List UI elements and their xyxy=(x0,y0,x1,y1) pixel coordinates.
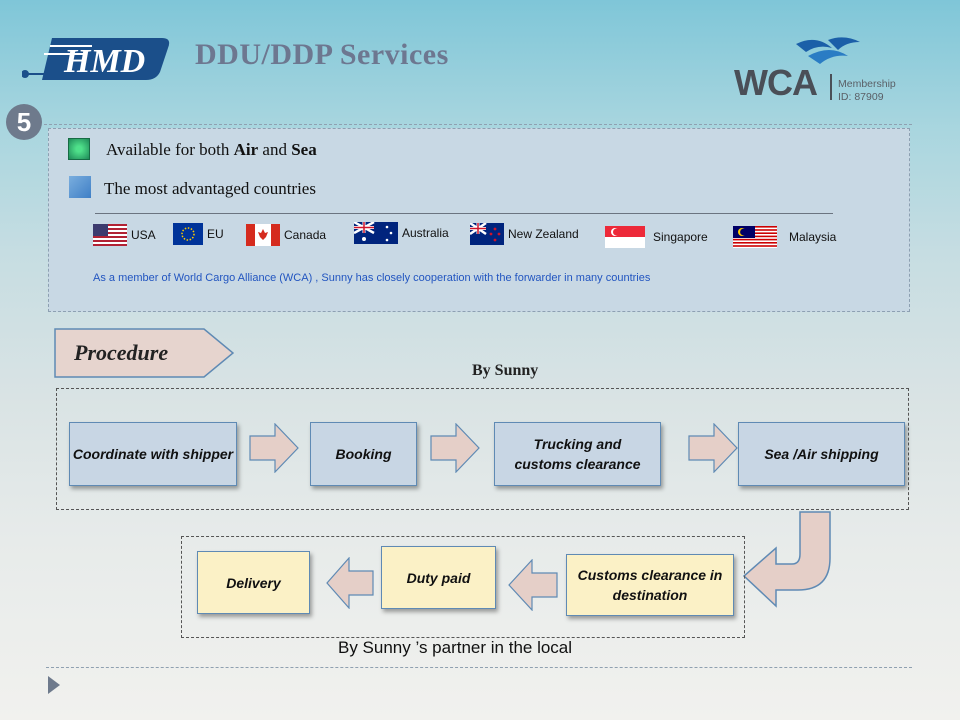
footer-divider xyxy=(46,667,912,668)
wca-separator xyxy=(830,74,832,100)
wca-membership-id: ID: 87909 xyxy=(838,91,884,103)
country-usa: USA xyxy=(93,224,156,246)
country-label: USA xyxy=(131,228,156,242)
eu-flag-icon xyxy=(173,223,203,245)
step-number-badge: 5 xyxy=(6,104,42,140)
partner-caption: By Sunny ’s partner in the local xyxy=(338,638,573,657)
step-sea-air-shipping: Sea /Air shipping xyxy=(738,422,905,486)
step-booking: Booking xyxy=(310,422,417,486)
singapore-flag-icon xyxy=(605,226,645,248)
procedure-label: Procedure xyxy=(74,340,169,365)
u-turn-arrow-icon xyxy=(742,511,831,608)
by-sunny-label: By Sunny xyxy=(472,362,539,379)
sunny-process-box xyxy=(56,388,909,510)
wca-birds-icon xyxy=(796,37,860,64)
left-arrow-icon xyxy=(326,557,374,609)
country-label: Singapore xyxy=(653,230,708,244)
hmd-logo: HMD xyxy=(22,38,170,80)
and-label: and xyxy=(258,140,292,159)
usa-flag-icon xyxy=(93,224,127,246)
country-label: EU xyxy=(207,227,224,241)
green-bullet-icon xyxy=(68,138,90,160)
wca-membership-label: Membership xyxy=(838,78,896,90)
header-divider xyxy=(44,124,912,125)
new-zealand-flag-icon xyxy=(470,223,504,245)
step-duty-paid: Duty paid xyxy=(381,546,496,609)
country-canada: Canada xyxy=(246,224,326,246)
availability-text: Available for both Air and Sea xyxy=(106,140,317,160)
australia-flag-icon xyxy=(354,222,398,244)
wca-brand: WCA xyxy=(734,62,818,103)
malaysia-flag-icon xyxy=(733,226,777,248)
blue-bullet-icon xyxy=(69,176,91,198)
svg-text:HMD: HMD xyxy=(63,43,145,80)
canada-flag-icon xyxy=(246,224,280,246)
left-arrow-icon xyxy=(508,559,558,611)
country-malaysia: Malaysia xyxy=(733,226,836,248)
right-arrow-icon xyxy=(249,423,299,473)
wca-member-note: As a member of World Cargo Alliance (WCA… xyxy=(93,272,651,284)
country-label: Australia xyxy=(402,226,449,240)
country-new-zealand: New Zealand xyxy=(470,223,579,245)
right-arrow-icon xyxy=(430,423,480,473)
sea-label: Sea xyxy=(291,140,317,159)
country-label: Malaysia xyxy=(789,230,837,244)
partner-process-box xyxy=(181,536,745,638)
panel-divider xyxy=(95,213,833,214)
country-singapore: Singapore xyxy=(605,226,708,248)
page-title: DDU/DDP Services xyxy=(195,38,449,71)
wca-membership: Membership ID: 87909 xyxy=(838,78,896,104)
country-australia: Australia xyxy=(354,222,449,244)
right-arrow-icon xyxy=(688,423,738,473)
availability-prefix: Available for both xyxy=(106,140,234,159)
air-label: Air xyxy=(233,140,259,159)
info-panel xyxy=(48,128,910,312)
step-customs-destination: Customs clearance in destination xyxy=(566,554,734,616)
countries-heading: The most advantaged countries xyxy=(104,179,316,198)
next-slide-icon[interactable] xyxy=(48,676,60,694)
step-coordinate-shipper: Coordinate with shipper xyxy=(69,422,237,486)
country-label: New Zealand xyxy=(508,227,579,241)
step-delivery: Delivery xyxy=(197,551,310,614)
country-label: Canada xyxy=(284,228,327,242)
procedure-tag-shape xyxy=(54,328,234,378)
country-eu: EU xyxy=(173,223,224,245)
step-trucking-customs: Trucking and customs clearance xyxy=(494,422,661,486)
